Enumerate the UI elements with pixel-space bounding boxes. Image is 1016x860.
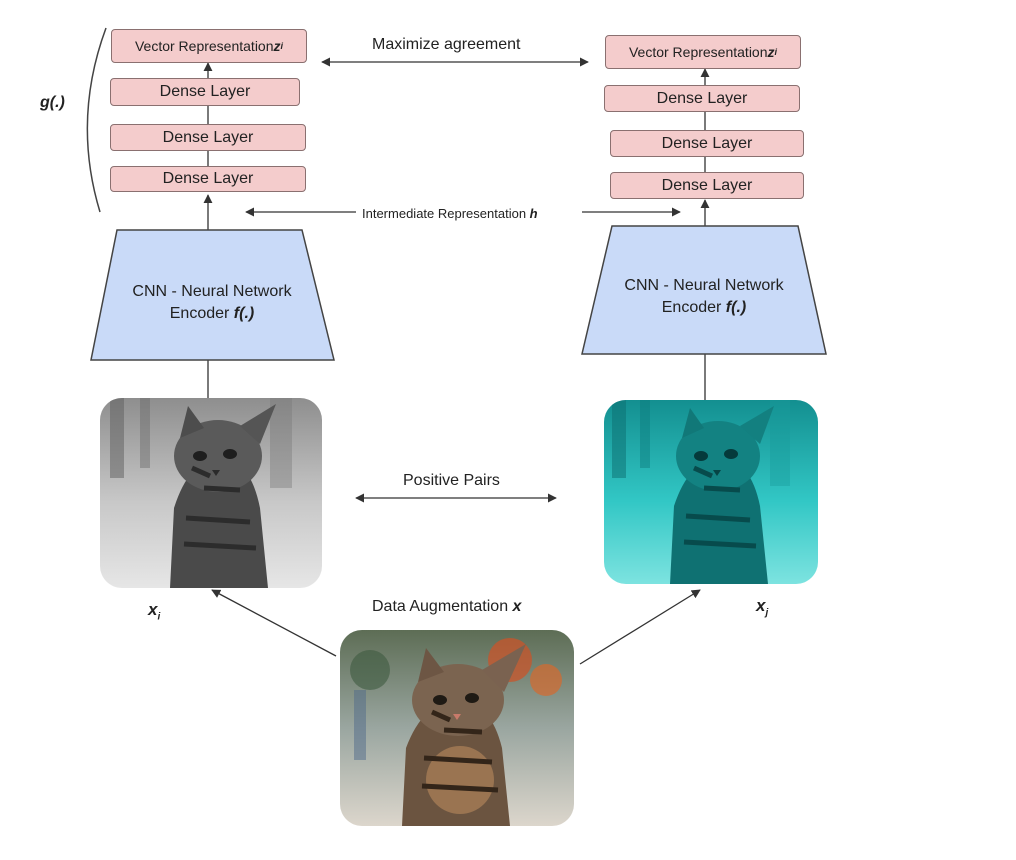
g-bracket	[86, 27, 107, 213]
right-input-label: xj	[756, 596, 769, 619]
left-encoder-line1: CNN - Neural Network	[132, 283, 292, 300]
g-function-label: g(.)	[40, 94, 65, 111]
right-dense-layer-bottom: Dense Layer	[610, 172, 804, 199]
kitten-grayscale-image	[100, 398, 322, 588]
right-encoder-line1: CNN - Neural Network	[624, 277, 784, 294]
right-encoder-fn: f(.)	[725, 299, 747, 316]
left-vector-sub: i	[280, 41, 284, 51]
right-dense-layer-middle: Dense Layer	[610, 130, 804, 157]
left-vector-var: z	[273, 38, 281, 54]
left-vector-text: Vector Representation	[134, 38, 274, 54]
data-augmentation-var: x	[512, 598, 522, 615]
kitten-original-color-image	[340, 630, 574, 826]
maximize-agreement-label: Maximize agreement	[372, 36, 521, 53]
right-dense-layer-top: Dense Layer	[604, 85, 800, 112]
right-encoder-trapezoid	[581, 225, 827, 355]
data-augmentation-label: Data Augmentation x	[372, 598, 522, 615]
positive-pairs-label: Positive Pairs	[403, 472, 500, 489]
left-dense-layer-top: Dense Layer	[110, 78, 300, 106]
right-vector-sub: i	[774, 47, 778, 57]
augment-to-left-arrow	[211, 589, 337, 657]
left-input-label: xi	[148, 600, 161, 623]
left-encoder-trapezoid	[90, 229, 335, 361]
kitten-cyan-tinted-image	[604, 400, 818, 584]
right-encoder-label: CNN - Neural Network Encoder f(.)	[584, 275, 824, 319]
left-encoder-fn: f(.)	[233, 305, 255, 322]
left-encoder-line2: Encoder f(.)	[169, 305, 255, 322]
left-encoder-label: CNN - Neural Network Encoder f(.)	[92, 281, 332, 325]
right-encoder-line2: Encoder f(.)	[661, 299, 747, 316]
augment-to-right-arrow	[579, 589, 701, 665]
left-dense-layer-middle: Dense Layer	[110, 124, 306, 151]
right-vector-var: z	[767, 44, 775, 60]
intermediate-representation-var: h	[529, 206, 538, 221]
left-dense-layer-bottom: Dense Layer	[110, 166, 306, 192]
right-vector-text: Vector Representation	[628, 44, 768, 60]
intermediate-representation-label: Intermediate Representation h	[362, 206, 538, 221]
